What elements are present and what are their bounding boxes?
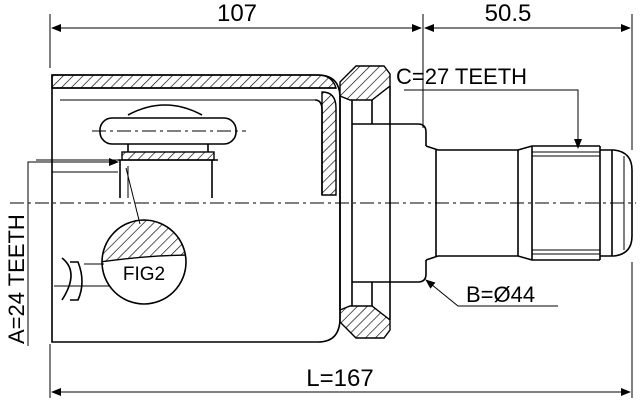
callout-a-teeth: A=24 TEETH [4, 158, 119, 346]
dimension-50-5-label: 50.5 [485, 0, 532, 27]
output-shaft [352, 123, 633, 283]
dimension-overall-label: L=167 [306, 365, 373, 392]
callout-c-teeth: C=27 TEETH [396, 64, 582, 149]
dimension-50-5: 50.5 [424, 0, 633, 150]
fig2-detail: FIG2 [101, 219, 187, 305]
callout-b-diameter: B=Ø44 [425, 279, 558, 307]
tripod-roller [36, 104, 246, 198]
fig2-label: FIG2 [123, 264, 165, 285]
fig2-leader [125, 167, 141, 225]
dimension-107-label: 107 [217, 0, 257, 27]
inner-shaft-stub [54, 257, 110, 301]
outer-housing [51, 74, 341, 343]
dimension-overall: L=167 [49, 262, 633, 398]
callout-c-teeth-label: C=27 TEETH [396, 64, 527, 89]
dimension-107: 107 [49, 0, 424, 128]
callout-b-diameter-label: B=Ø44 [466, 282, 535, 307]
callout-a-teeth-label: A=24 TEETH [4, 214, 29, 344]
seal-flange [339, 65, 391, 339]
